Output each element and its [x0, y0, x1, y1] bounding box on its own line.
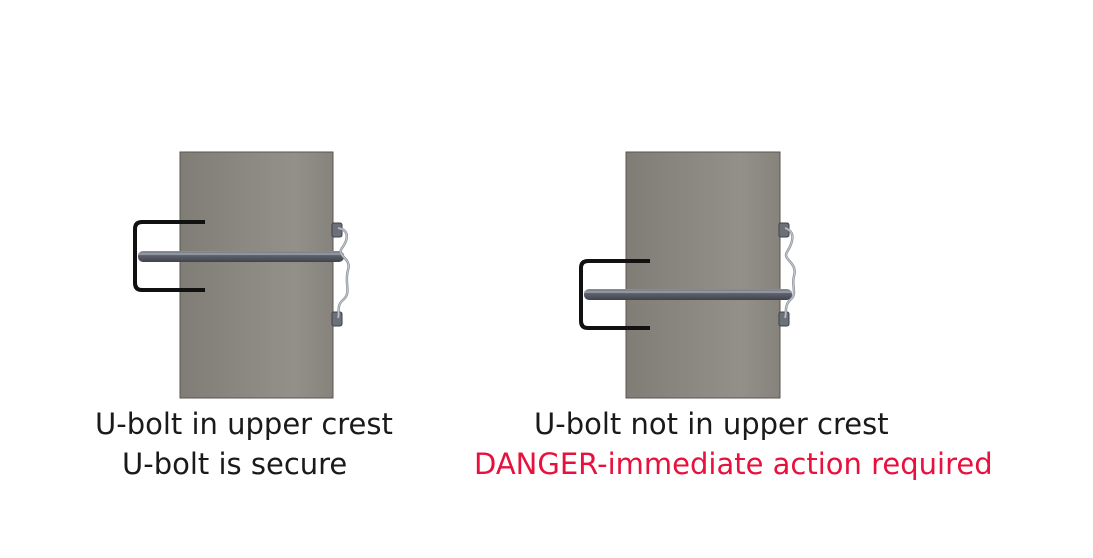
bracket: [133, 220, 205, 292]
ubolt-danger-diagram: [579, 151, 796, 399]
nut-clip: [331, 222, 350, 327]
panel-secure: U-bolt in upper crest U-bolt is secure: [0, 0, 546, 558]
danger-warning: DANGER-immediate action required: [474, 447, 993, 481]
u-bolt: [138, 251, 344, 262]
bracket: [579, 259, 650, 330]
nut-clip: [778, 222, 796, 327]
u-bolt: [584, 289, 792, 300]
caption-line1: U-bolt in upper crest: [95, 407, 393, 441]
post: [179, 151, 334, 399]
caption-line1: U-bolt not in upper crest: [534, 407, 889, 441]
post: [625, 151, 781, 399]
panel-danger: U-bolt not in upper crest DANGER-immedia…: [474, 0, 1093, 558]
ubolt-secure-diagram: [133, 151, 350, 399]
caption-line2: U-bolt is secure: [122, 447, 348, 481]
